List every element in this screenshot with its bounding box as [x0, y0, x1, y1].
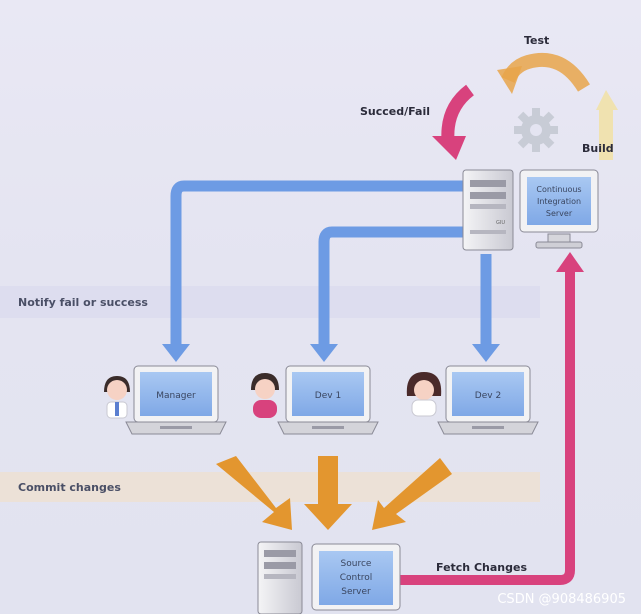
manager-label: Manager: [156, 391, 196, 401]
ci-line3: Server: [546, 209, 573, 218]
dev1-label: Dev 1: [315, 391, 341, 401]
gear-icon: [514, 108, 558, 152]
notify-band: [0, 286, 540, 318]
ci-server-tower: GIU: [462, 169, 514, 251]
notify-label: Notify fail or success: [18, 296, 148, 309]
ci-line2: Integration: [537, 197, 581, 206]
commit-arrow-center: [304, 456, 352, 530]
commit-band: [0, 472, 540, 502]
dev2-person-icon: [406, 372, 442, 417]
dev2-label: Dev 2: [475, 391, 501, 401]
succeed-fail-arrow: [441, 84, 475, 141]
notify-arrow-dev1: [318, 226, 466, 346]
test-arrowhead: [497, 66, 522, 94]
build-label: Build: [582, 142, 614, 155]
notify-arrowhead-manager: [162, 344, 190, 362]
succeed-fail-label: Succed/Fail: [360, 105, 430, 118]
source-line1: Source: [341, 559, 372, 569]
fetch-arrow: [400, 268, 575, 585]
dev1-laptop: Dev 1: [277, 365, 379, 435]
commit-arrow-left: [216, 456, 292, 530]
test-label: Test: [524, 34, 549, 47]
ci-server-monitor: Continuous Integration Server: [519, 169, 599, 249]
source-line3: Server: [341, 587, 371, 597]
notify-arrowhead-dev2: [472, 344, 500, 362]
commit-arrow-right: [372, 458, 452, 530]
dev1-person-icon: [251, 373, 279, 418]
fetch-arrowhead: [556, 252, 584, 272]
manager-person-icon: [104, 376, 130, 419]
watermark: CSDN @908486905: [497, 592, 626, 607]
manager-laptop: Manager: [125, 365, 227, 435]
notify-arrowhead-dev1: [310, 344, 338, 362]
commit-label: Commit changes: [18, 481, 121, 494]
succeed-fail-arrowhead: [432, 136, 466, 160]
dev2-laptop: Dev 2: [437, 365, 539, 435]
build-arrowhead: [596, 90, 618, 110]
notify-arrows: [170, 180, 492, 346]
commit-arrows: [216, 456, 452, 530]
source-server-monitor: Source Control Server: [311, 543, 401, 611]
fetch-label: Fetch Changes: [436, 561, 527, 574]
test-arrow: [501, 52, 590, 92]
ci-tower-tag: GIU: [496, 220, 505, 226]
source-line2: Control: [340, 573, 373, 583]
notify-arrow-manager: [170, 180, 466, 346]
ci-line1: Continuous: [536, 185, 581, 194]
source-server-tower: [257, 541, 303, 614]
